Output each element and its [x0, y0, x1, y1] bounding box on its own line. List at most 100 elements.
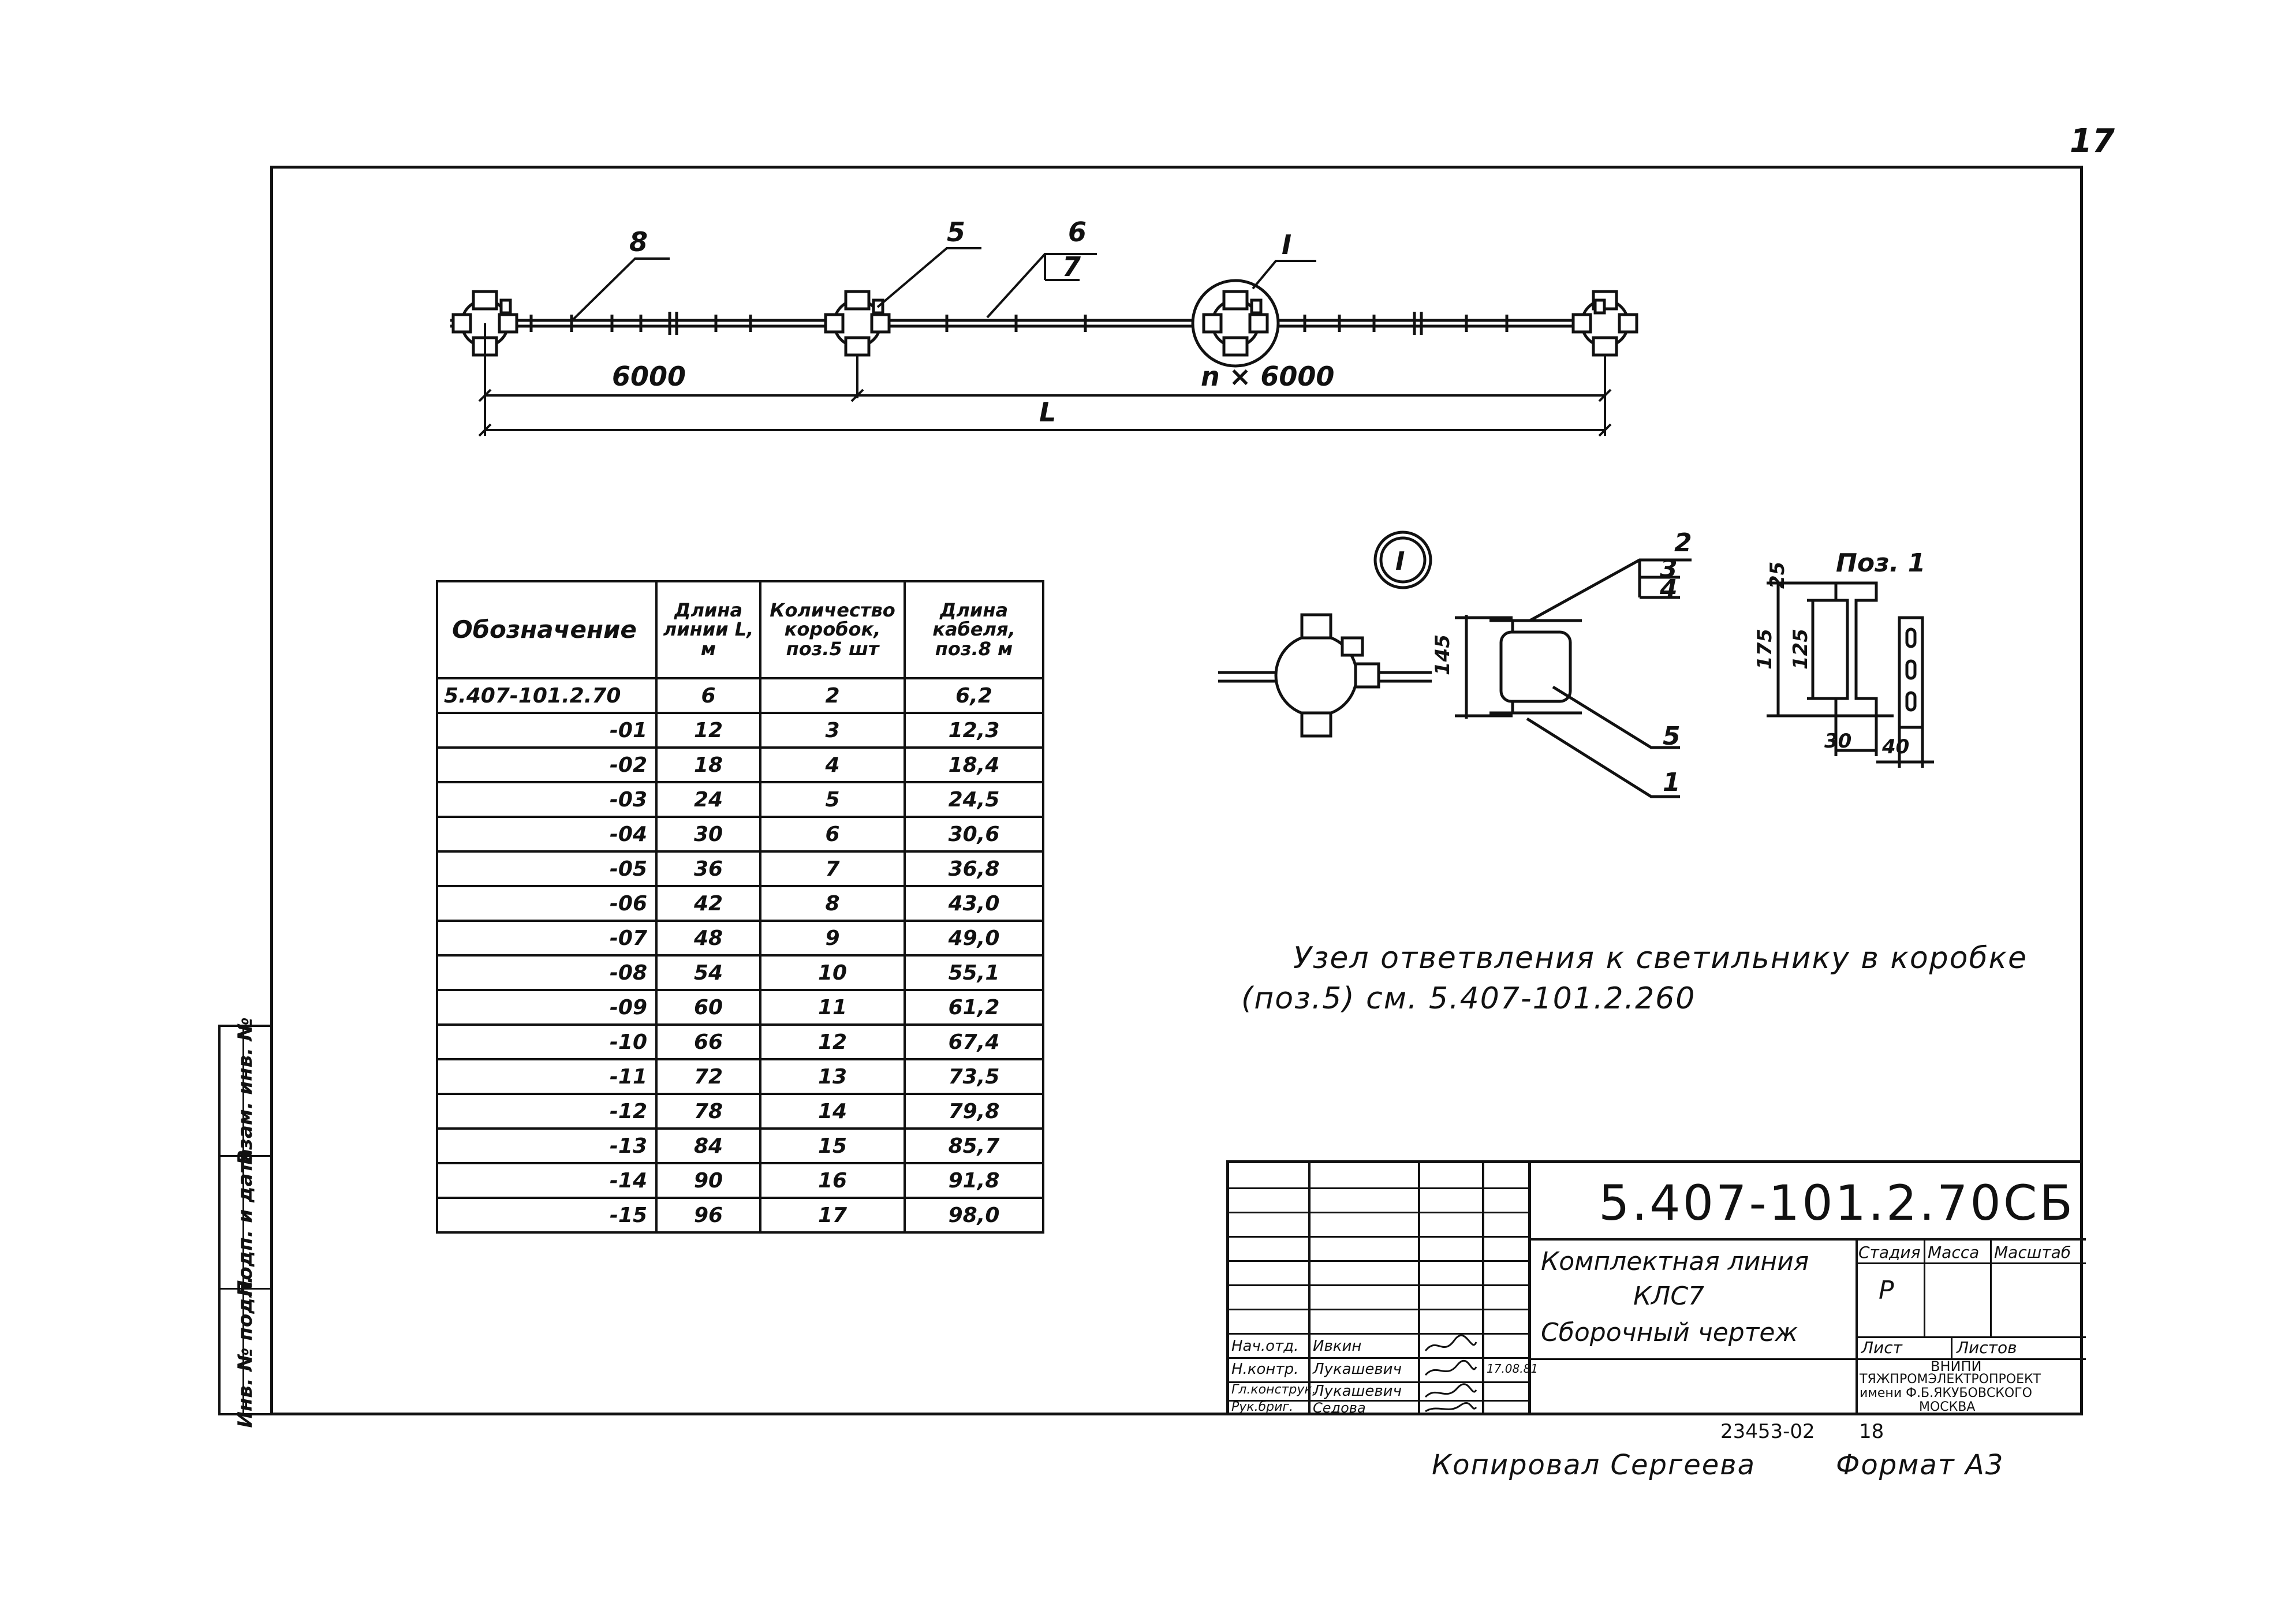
cell-boxes: 16	[759, 1162, 906, 1199]
dim-n-6000: n × 6000	[1201, 361, 1334, 392]
title-line-2: КЛС7	[1633, 1282, 1705, 1311]
role-0: Нач.отд.	[1231, 1337, 1299, 1355]
title-line-3: Сборочный чертеж	[1541, 1318, 1798, 1347]
cell-code: -12	[436, 1093, 658, 1130]
side-stamp-cell-inv: Инв. № подл.	[221, 1276, 270, 1428]
cell-code: -05	[436, 850, 658, 887]
format-label: Формат А3	[1836, 1449, 2004, 1481]
side-stamp-label-replace: Взам. инв. №	[234, 1017, 257, 1165]
header-box-count: Количество коробок, поз.5 шт	[759, 580, 906, 679]
cell-cable: 43,0	[904, 885, 1044, 922]
cell-length: 66	[655, 1023, 761, 1060]
cell-boxes: 12	[759, 1023, 906, 1060]
cell-code: -06	[436, 885, 658, 922]
mass-label: Масса	[1928, 1243, 1980, 1262]
cell-length: 24	[655, 781, 761, 818]
sheet-label: Лист	[1861, 1338, 1902, 1357]
detail-callout-3: 3	[1660, 554, 1678, 584]
stage-label: Стадия	[1858, 1243, 1921, 1262]
dim-175: 175	[1753, 629, 1776, 670]
cell-cable: 30,6	[904, 816, 1044, 853]
cell-cable: 6,2	[904, 677, 1044, 714]
cell-cable: 61,2	[904, 989, 1044, 1026]
cell-cable: 49,0	[904, 920, 1044, 957]
cell-cable: 36,8	[904, 850, 1044, 887]
dim-6000: 6000	[612, 361, 686, 392]
cell-cable: 18,4	[904, 746, 1044, 783]
org-line-2: ТЯЖПРОМЭЛЕКТРОПРОЕКТ	[1860, 1372, 2041, 1387]
spec-table: Обозначение Длина линии L, м Количество …	[436, 580, 1044, 1234]
cell-code: -11	[436, 1058, 658, 1095]
cell-boxes: 15	[759, 1127, 906, 1164]
detail-marker: I	[1395, 547, 1405, 576]
detail-callout-5: 5	[1663, 722, 1681, 751]
note-line-2: (поз.5) см. 5.407-101.2.260	[1241, 981, 1696, 1016]
sheet-frame	[270, 166, 2083, 1415]
cell-cable: 98,0	[904, 1197, 1044, 1234]
doc-code: 5.407-101.2.70СБ	[1599, 1175, 2075, 1231]
role-1-date: 17.08.81	[1487, 1362, 1539, 1376]
table-header-row: Обозначение Длина линии L, м Количество …	[436, 580, 1044, 679]
side-stamp-divider	[242, 1027, 244, 1413]
cell-code: -04	[436, 816, 658, 853]
side-stamp-cell-replace: Взам. инв. №	[221, 1017, 270, 1165]
cell-code: -09	[436, 989, 658, 1026]
cell-length: 48	[655, 920, 761, 957]
cell-length: 36	[655, 850, 761, 887]
cell-boxes: 17	[759, 1197, 906, 1234]
cell-cable: 24,5	[904, 781, 1044, 818]
cell-boxes: 7	[759, 850, 906, 887]
cell-code: -01	[436, 712, 658, 749]
scale-label: Масштаб	[1994, 1243, 2071, 1262]
side-stamp-label-inv: Инв. № подл.	[234, 1275, 257, 1428]
dim-25: 25	[1766, 562, 1789, 589]
cell-cable: 12,3	[904, 712, 1044, 749]
detail-callout-2: 2	[1674, 528, 1692, 558]
dim-L: L	[1039, 397, 1056, 428]
header-line-length: Длина линии L, м	[655, 580, 761, 679]
role-2: Гл.конструк.	[1231, 1383, 1316, 1397]
cell-length: 78	[655, 1093, 761, 1130]
assembly-drawing: 8 5 6 7 I 6000 n × 6000 L	[450, 216, 1638, 437]
archive-number: 23453-02	[1720, 1420, 1815, 1443]
cell-code: -08	[436, 954, 658, 991]
header-cable-length: Длина кабеля, поз.8 м	[904, 580, 1044, 679]
note-line-1: Узел ответвления к светильнику в коробке	[1293, 941, 2028, 976]
callout-6: 6	[1068, 216, 1087, 248]
side-stamp: Взам. инв. № Подп. и дата Инв. № подл.	[218, 1017, 270, 1428]
copied-by: Копировал Сергеева	[1432, 1449, 1756, 1481]
cell-code: -03	[436, 781, 658, 818]
signatures	[1424, 1335, 1477, 1413]
cell-boxes: 2	[759, 677, 906, 714]
cell-length: 30	[655, 816, 761, 853]
dim-40: 40	[1881, 735, 1909, 759]
cell-code: -10	[436, 1023, 658, 1060]
cell-cable: 73,5	[904, 1058, 1044, 1095]
detail-callout-4: 4	[1659, 574, 1678, 604]
cell-boxes: 11	[759, 989, 906, 1026]
cell-length: 6	[655, 677, 761, 714]
stage-value: Р	[1879, 1276, 1894, 1305]
title-block: 5.407-101.2.70СБ Комплектная линия КЛС7 …	[1226, 1160, 2086, 1416]
cell-boxes: 6	[759, 816, 906, 853]
cell-length: 54	[655, 954, 761, 991]
cell-code: -13	[436, 1127, 658, 1164]
cell-code: -07	[436, 920, 658, 957]
dim-30: 30	[1824, 730, 1851, 753]
detail-drawing: I 2 3 4 5 1 Поз. 1 145 25 175 125 30 40	[1218, 528, 1934, 798]
cell-length: 84	[655, 1127, 761, 1164]
org-line-4: МОСКВА	[1919, 1400, 1976, 1414]
title-line-1: Комплектная линия	[1541, 1247, 1809, 1276]
cell-boxes: 10	[759, 954, 906, 991]
